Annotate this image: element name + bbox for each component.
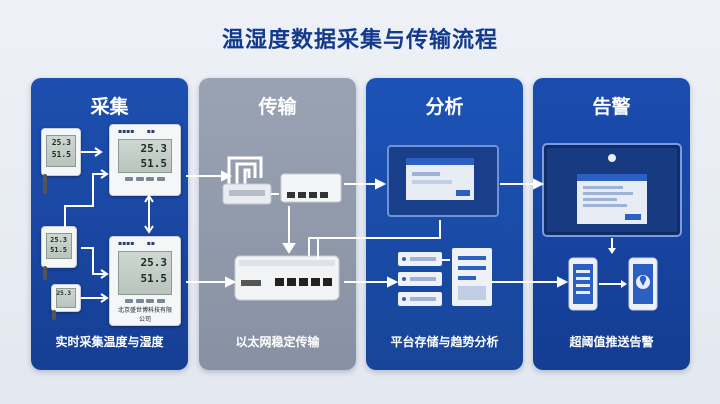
small-sensor-3: 25.3 [51,284,81,312]
panel-analyze-caption: 平台存储与趋势分析 [390,335,499,349]
small-sensor-1: 25.3 51.5 [41,128,81,176]
sensor-hum-value: 51.5 [50,246,67,254]
analysis-illustration [366,145,523,306]
collect-connectors [64,147,154,303]
panel-analyze: 分析 平台存储与趋势分析 [366,78,523,370]
panel-collect-title: 采集 [90,96,129,118]
sensor-temp-value: 25.3 [140,142,168,155]
sensor-temp-value: 25.3 [51,138,71,147]
panel-analyze-title: 分析 [425,96,464,118]
sensor-hum-value: 51.5 [140,157,168,170]
panel-collect-caption: 实时采集温度与湿度 [55,335,164,349]
panel-alarm: 告警 超阈值推送告警 [533,78,690,370]
small-sensor-2: 25.3 51.5 [41,226,77,268]
probe-icon [43,266,47,280]
large-sensor-2: ▪▪▪▪ ▪▪ 25.3 51.5 北京盛世博科技有限公司 [109,236,181,326]
sensor-buttons [124,177,166,183]
panel-collect: 采集 25.3 51.5 ▪▪▪▪ ▪▪ 25.3 51.5 25.3 51.5… [31,78,188,370]
alarm-illustration [542,143,682,311]
sensor-hum-value: 51.5 [51,150,71,159]
panel-transfer-title: 传输 [258,96,297,118]
sensor-temp-value: 25.3 [50,236,67,244]
sensor-buttons [124,299,166,305]
sensor-temp-value: 25.3 [140,256,168,269]
panel-alarm-caption: 超阈值推送告警 [569,335,654,349]
sensor-temp-value: 25.3 [56,290,71,297]
panel-transfer-caption: 以太网稳定传输 [235,335,320,349]
large-sensor-1: ▪▪▪▪ ▪▪ 25.3 51.5 [109,124,181,196]
network-switch-icon [222,156,356,301]
probe-icon [43,174,47,194]
sensor-hum-value: 51.5 [140,272,168,285]
page-title: 温湿度数据采集与传输流程 [221,28,498,53]
panel-transfer: 传输 以太网稳定传输 [199,78,356,370]
panel-alarm-title: 告警 [592,96,631,118]
probe-icon [52,310,56,320]
sensor-brand: 北京盛世博科技有限公司 [117,307,172,323]
